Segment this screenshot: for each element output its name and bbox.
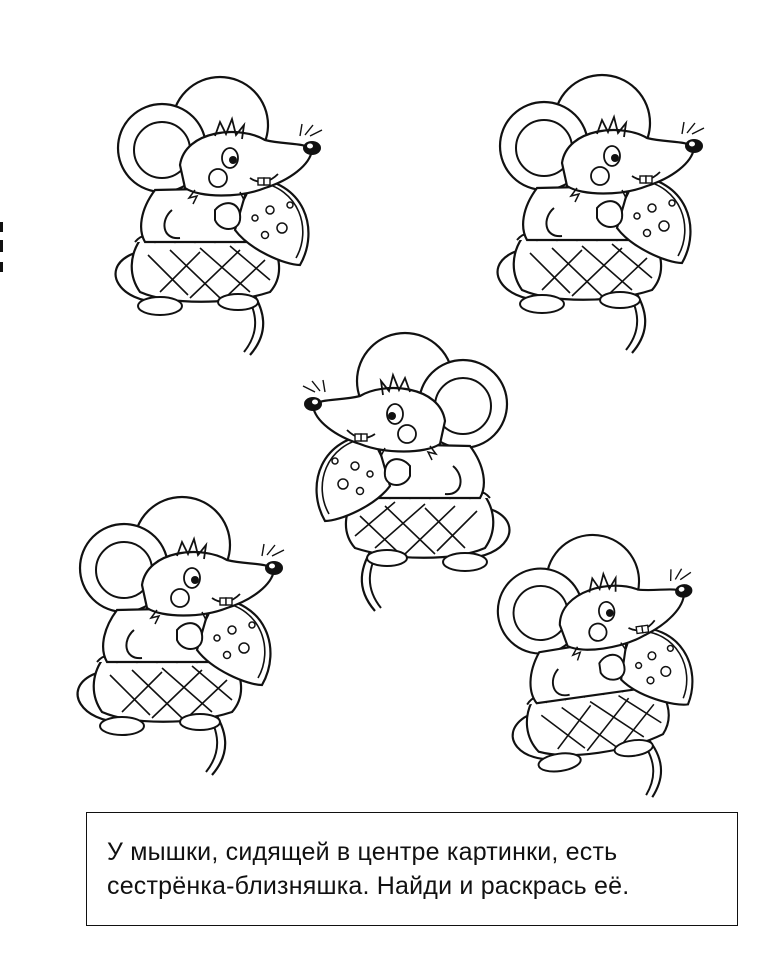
mouse-top-right[interactable] <box>482 68 712 358</box>
mouse-holding-cheese-icon <box>496 73 706 355</box>
mouse-bottom-right[interactable] <box>470 528 730 808</box>
mouse-holding-cheese-icon <box>485 528 723 808</box>
mouse-holding-cheese-icon <box>114 75 324 357</box>
instruction-line-1: У мышки, сидящей в центре картинки, есть <box>107 838 618 866</box>
mouse-bottom-left[interactable] <box>62 490 292 780</box>
scan-edge-marks <box>0 222 3 272</box>
mouse-holding-cheese-icon <box>76 495 286 777</box>
instruction-box: У мышки, сидящей в центре картинки, есть… <box>86 812 738 926</box>
mouse-top-left[interactable] <box>100 70 330 360</box>
instruction-line-2: сестрёнка-близняшка. Найди и раскрась её… <box>107 872 630 900</box>
